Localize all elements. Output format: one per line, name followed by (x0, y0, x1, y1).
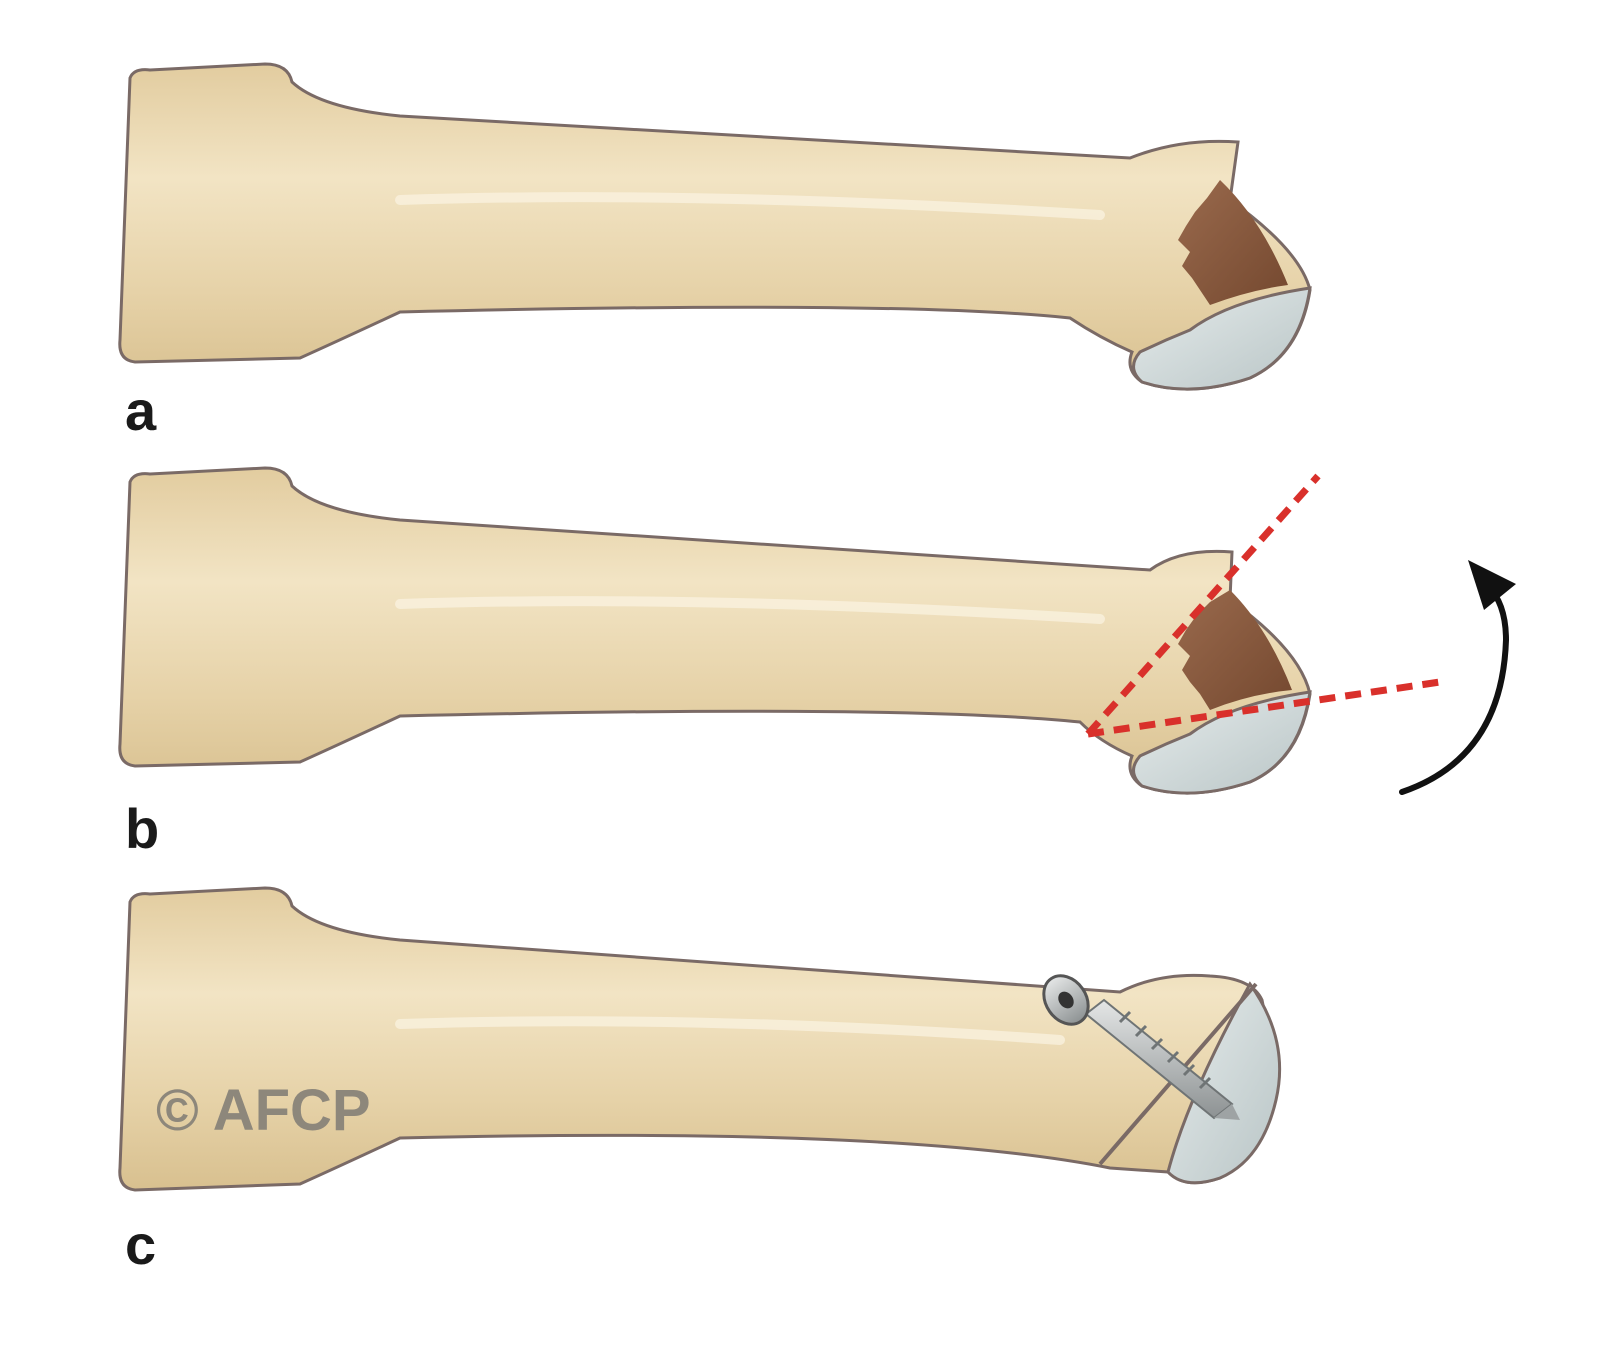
panel-a: a (120, 64, 1310, 442)
panel-label-b: b (125, 797, 159, 860)
panel-label-c: c (125, 1213, 156, 1276)
bone-shaft (120, 64, 1310, 389)
copyright-watermark: © AFCP (156, 1078, 371, 1143)
panel-label-a: a (125, 379, 157, 442)
rotation-arrow-icon (1402, 560, 1516, 792)
panel-b: b (120, 468, 1516, 860)
panel-c: © AFCP c (120, 888, 1280, 1276)
bone-shaft (120, 468, 1310, 793)
bone-shaft (120, 888, 1276, 1190)
